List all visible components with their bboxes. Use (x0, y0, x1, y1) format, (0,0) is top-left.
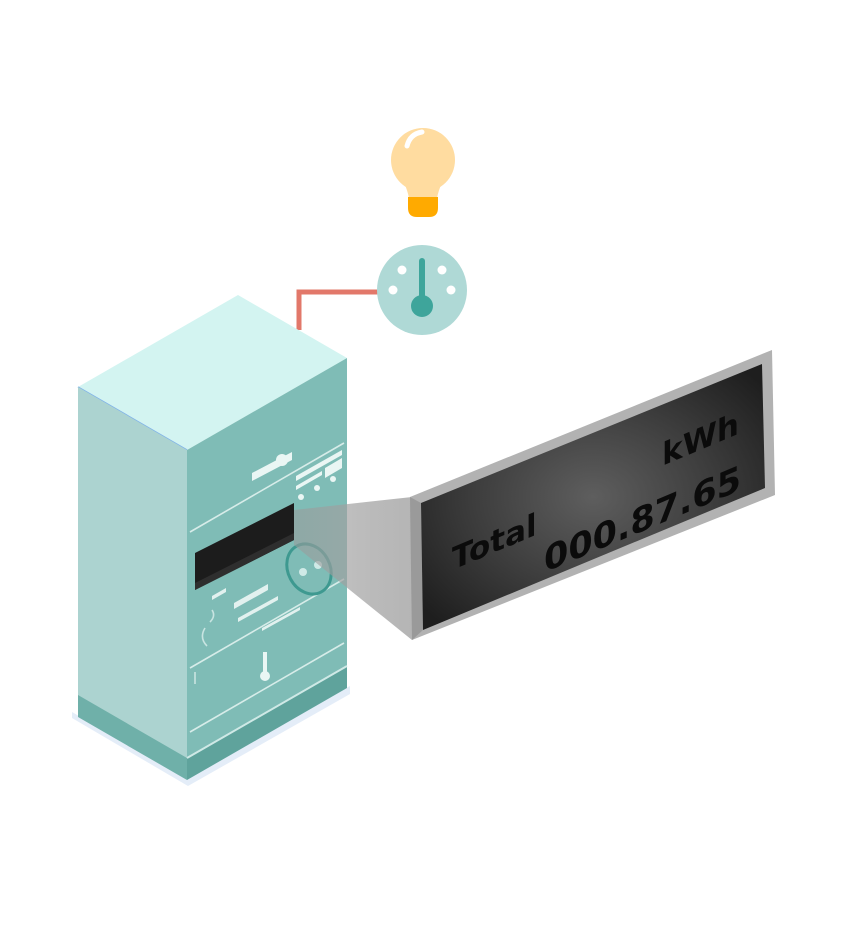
panel-separator (189, 442, 345, 533)
bulb-neck (403, 180, 443, 200)
display-glass (421, 364, 765, 630)
gauge-icon (377, 245, 467, 335)
electricity-meter-icon (72, 295, 350, 786)
meter-display-window (195, 503, 294, 590)
light-bulb-icon (391, 128, 455, 217)
meter-top (78, 295, 347, 450)
gauge-tick (437, 265, 447, 275)
panel-separator (189, 642, 345, 733)
meter-display-shade (195, 533, 294, 590)
meter-nameplate (252, 450, 342, 500)
gauge-needle (419, 258, 425, 300)
gauge-hub (411, 295, 433, 317)
gauge-tick (397, 265, 407, 275)
display-frame-side (410, 497, 423, 640)
bulb-highlight (404, 129, 425, 149)
meter-markings (212, 584, 300, 631)
enlarged-display: Total 000.87.65 kWh (410, 350, 775, 640)
gauge-tick (388, 285, 398, 295)
meter-base-left (78, 695, 187, 780)
optical-port-led (299, 568, 307, 576)
wrench-icon (260, 652, 270, 681)
meter-base-right (187, 666, 347, 780)
meter-base-line (186, 665, 348, 759)
meter-left-face (78, 387, 187, 770)
gauge-tick (446, 285, 456, 295)
meter-left-details (194, 609, 215, 684)
meter-right-face (187, 358, 347, 770)
zoom-beam (294, 497, 412, 640)
connection-wire (296, 289, 382, 330)
bulb-base (408, 197, 438, 217)
